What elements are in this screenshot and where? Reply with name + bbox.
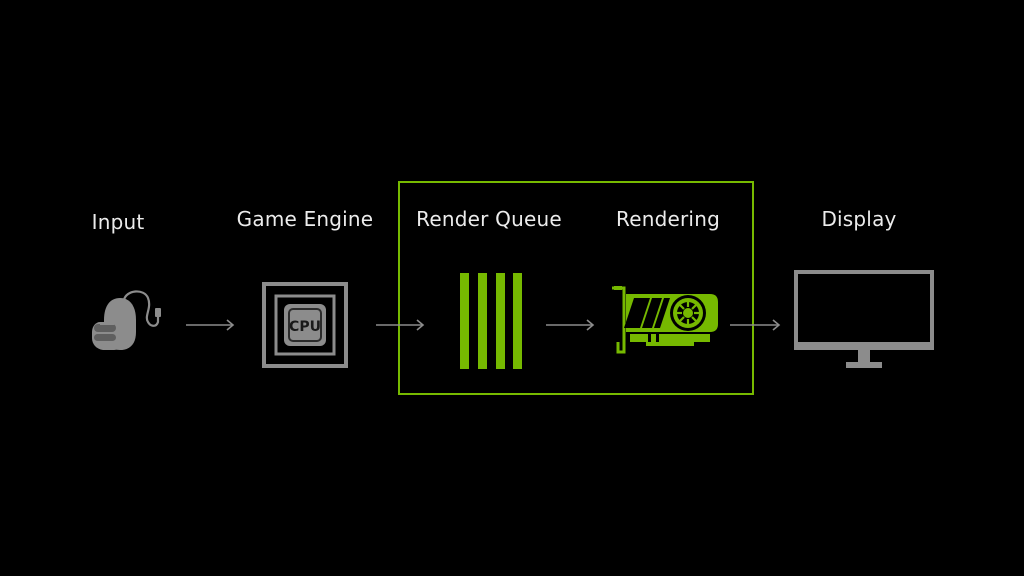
mouse-icon xyxy=(92,290,161,350)
flow-arrow xyxy=(546,319,595,331)
cpu-chip-text: CPU xyxy=(289,319,321,335)
flow-arrow xyxy=(186,319,235,331)
stage-label-rendering: Rendering xyxy=(616,207,720,231)
stage-label-input: Input xyxy=(91,210,145,234)
render-queue-icon xyxy=(460,273,522,369)
stage-label-display: Display xyxy=(821,207,897,231)
gpu-icon xyxy=(612,286,718,354)
gpu-pipeline-highlight-box xyxy=(398,181,754,395)
cpu-icon: CPU xyxy=(262,282,348,368)
stage-label-game-engine: Game Engine xyxy=(236,207,374,231)
stage-label-render-queue: Render Queue xyxy=(416,207,562,231)
flow-arrow xyxy=(376,319,425,331)
monitor-icon xyxy=(794,270,934,368)
flow-arrow xyxy=(730,319,781,331)
